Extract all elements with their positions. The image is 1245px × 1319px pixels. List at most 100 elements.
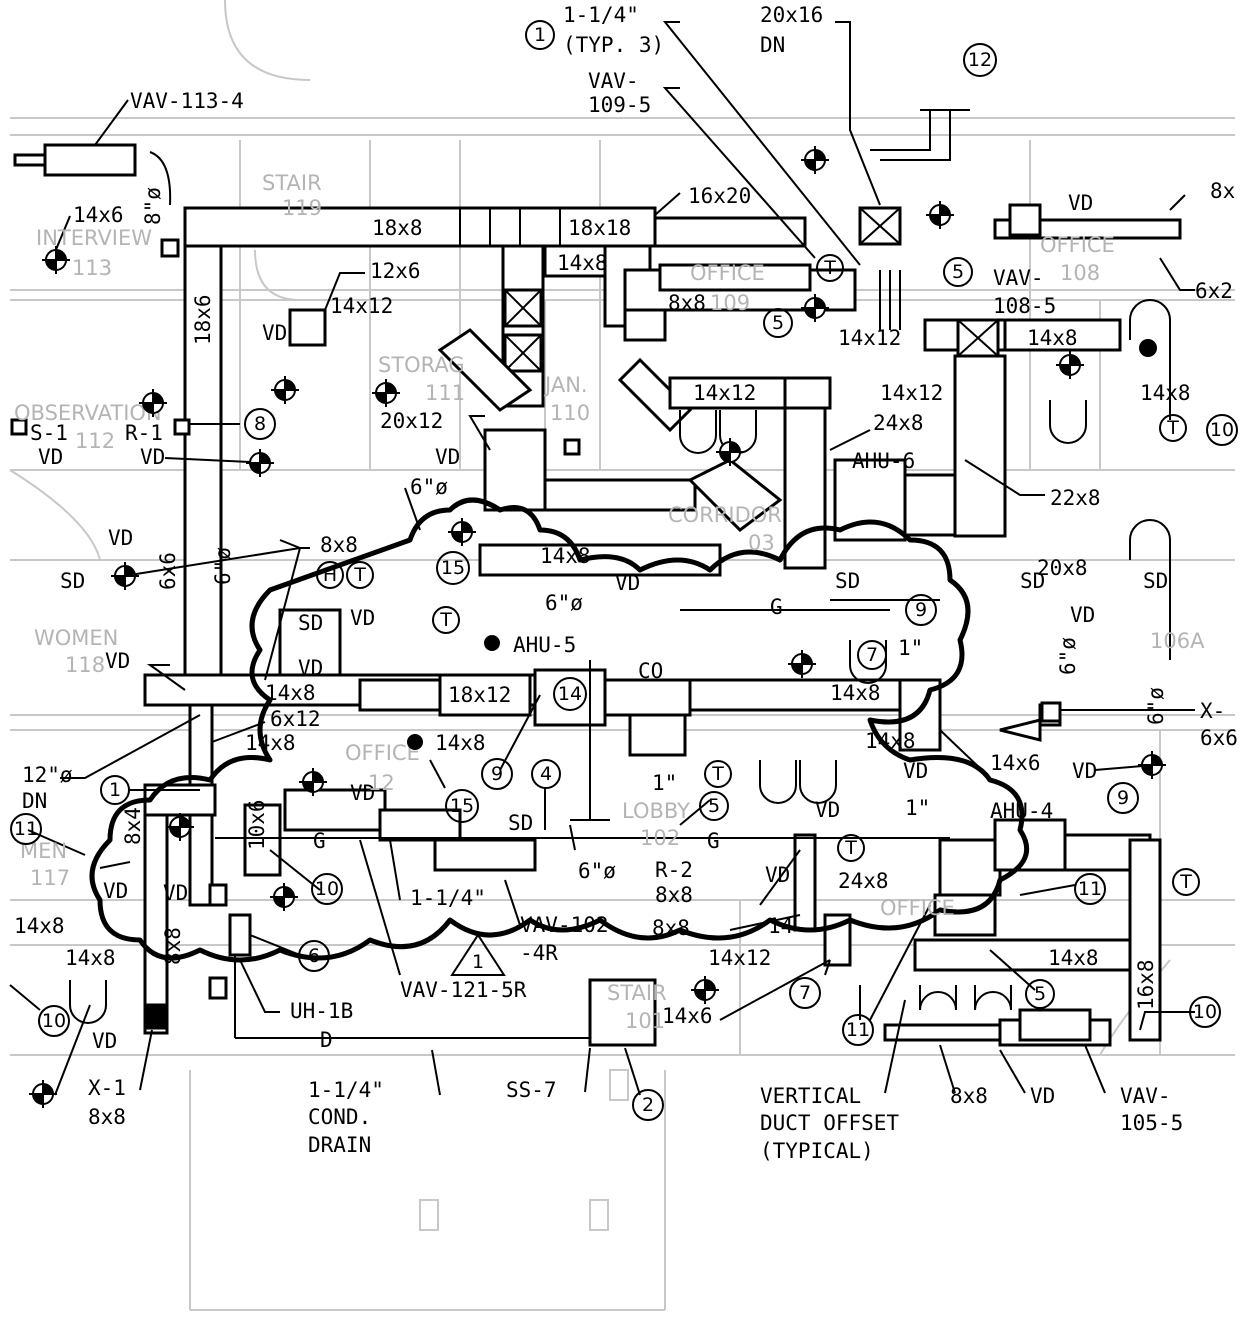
svg-text:5: 5 [1034,983,1046,1005]
svg-text:14: 14 [558,683,582,705]
note-24x8-a: 24x8 [873,411,924,435]
note-1-1-4: 1-1/4" [563,3,639,27]
note-r-1: R-1 [125,421,163,445]
room-labels: STAIR 119 INTERVIEW 113 STORAG 111 JAN. … [14,171,1205,1033]
note-18x18: 18x18 [568,216,631,240]
note-18x12: 18x12 [448,683,511,707]
keynote-tag-14: 14 [553,677,587,711]
svg-text:T: T [844,837,857,859]
svg-text:T: T [353,564,366,586]
thermostat-tag-3: T [432,606,460,634]
note-14x8-j: 14x8 [65,946,116,970]
note-vd-17: VD [103,879,128,903]
note-g-3: G [707,829,720,853]
note-vav-105-b: 105-5 [1120,1111,1183,1135]
svg-text:12: 12 [968,49,992,71]
note-8-dia: 8"ø [141,187,165,225]
note-16x8: 16x8 [1134,959,1158,1010]
svg-text:5: 5 [772,312,784,334]
note-vd-9: VD [105,649,130,673]
svg-text:7: 7 [799,982,811,1004]
room-lobby-102: LOBBY [622,799,690,823]
svg-text:15: 15 [450,795,474,817]
note-vd-3: VD [38,445,63,469]
svg-text:15: 15 [441,557,465,579]
note-20x12: 20x12 [380,409,443,433]
note-sd-4: SD [1020,569,1045,593]
note-24x8-b: 24x8 [838,869,889,893]
note-vd-18: VD [163,881,188,905]
note-14x12-a: 14x12 [330,294,393,318]
svg-text:11: 11 [846,1019,870,1041]
note-14x-i: 14x8 [865,729,916,753]
thermostat-tag-2: T [346,561,374,589]
note-g-1: G [770,595,783,619]
note-14x8-e: 14x8 [265,681,316,705]
note-vdo-3: (TYPICAL) [760,1139,874,1163]
svg-text:1: 1 [109,779,121,801]
note-vd-19: VD [92,1029,117,1053]
svg-text:109: 109 [710,291,750,315]
keynote-tag-10d: 10 [1206,414,1238,446]
room-office-108: OFFICE [1040,233,1115,257]
keynote-tag-6: 6 [298,940,330,972]
keynote-tag-11b: 11 [842,1014,874,1046]
note-14x12-d: 14x12 [880,381,943,405]
note-12x6: 12x6 [370,259,421,283]
note-sd-2: SD [298,611,323,635]
room-office-109: OFFICE [690,261,765,285]
keynote-tag-7b: 7 [789,977,821,1009]
note-vdo-2: DUCT OFFSET [760,1111,899,1135]
note-vav-109-a: VAV- [588,69,639,93]
note-6-dia: 6"ø [410,475,448,499]
note-14x6-b: 14x6 [990,751,1041,775]
room-stair-119: STAIR [262,171,322,195]
svg-text:10: 10 [1193,1001,1217,1023]
note-sd-3: SD [835,569,860,593]
note-sd-1: SD [60,569,85,593]
svg-text:9: 9 [1117,787,1129,809]
note-ahu-4: AHU-4 [990,799,1053,823]
svg-text:10: 10 [315,878,339,900]
note-14x6-c: 14x6 [662,1004,713,1028]
note-18x8: 18x8 [372,216,423,240]
svg-text:9: 9 [915,599,927,621]
note-x-1: X-1 [88,1076,126,1100]
keynote-tags: 1 12 5 5 8 15 15 14 4 9 9 9 11 11 11 10 … [10,20,1238,1121]
keynote-tag-11: 11 [1074,873,1106,905]
keynote-tag-10c: 10 [1189,996,1221,1028]
note-14x12-e: 14x12 [708,946,771,970]
note-vd-13: VD [1072,759,1097,783]
thermostat-tag-6: T [837,834,865,862]
leader-lines [9,21,1195,1096]
note-dn-2: DN [22,789,47,813]
keynote-tag-2: 2 [632,1089,664,1121]
note-uh-1b: UH-1B [290,999,353,1023]
keynote-tag-5c: 5 [699,791,729,821]
keynote-tag-11c: 11 [10,813,42,845]
note-vd-6: VD [108,526,133,550]
svg-text:T: T [823,257,836,279]
note-x-right: X- [1200,699,1225,723]
svg-text:4: 4 [540,763,552,785]
diffuser-symbols [29,146,1166,1108]
thermostat-tag-7: T [1172,868,1200,896]
revision-triangle [450,933,506,976]
note-vdo-1: VERTICAL [760,1084,861,1108]
thermostat-tag-5: T [704,760,732,788]
room-corridor: CORRIDOR [668,503,782,527]
svg-text:H: H [323,564,337,586]
svg-text:112: 112 [75,429,115,453]
note-vd-16: VD [765,863,790,887]
svg-text:118: 118 [65,653,105,677]
note-6-dia-e: 6"ø [578,859,616,883]
note-1-in-a: 1" [898,636,923,660]
svg-text:T: T [439,609,452,631]
note-cond-2: COND. [308,1105,371,1129]
note-1-in-c: 1" [905,796,930,820]
note-8x: 8x [1210,179,1235,203]
note-vd-5: VD [435,445,460,469]
note-14x8-d: 14x8 [540,544,591,568]
